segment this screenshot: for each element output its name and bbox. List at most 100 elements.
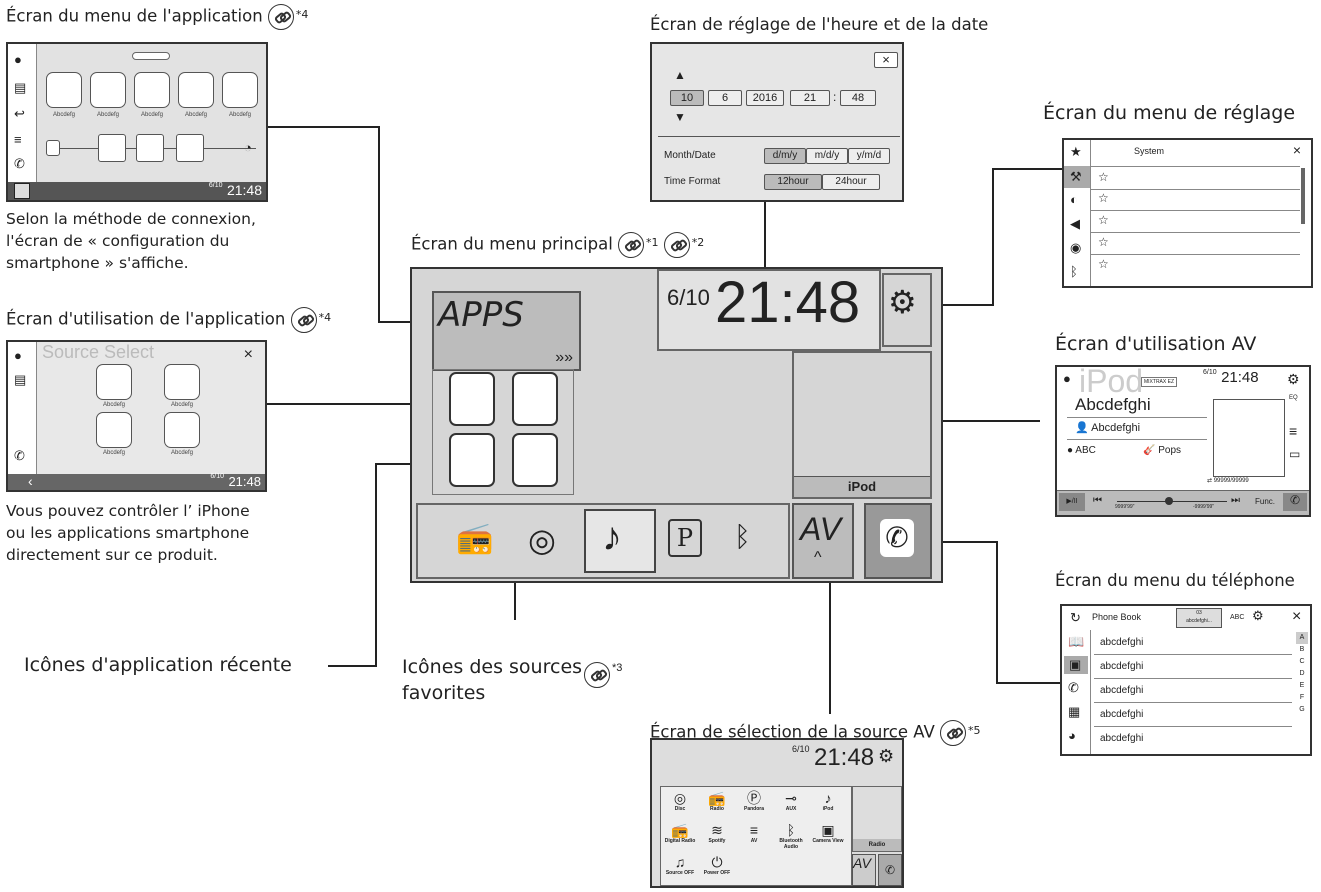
recent-app-tile[interactable] bbox=[512, 372, 558, 426]
setting-row[interactable]: ☆ bbox=[1090, 166, 1300, 190]
dock-tile[interactable] bbox=[176, 134, 204, 162]
contact-row[interactable]: abcdefghi bbox=[1094, 680, 1292, 703]
source-item[interactable]: 📻Digital Radio bbox=[662, 822, 698, 852]
phone-icon[interactable]: ✆ bbox=[14, 156, 25, 171]
chevron-down-icon[interactable]: ● bbox=[1063, 371, 1071, 386]
index-letter[interactable]: E bbox=[1299, 682, 1305, 689]
list-icon[interactable]: ≡ bbox=[1289, 423, 1298, 439]
av-button[interactable]: AV bbox=[852, 854, 876, 886]
contact-row[interactable]: abcdefghi bbox=[1100, 733, 1144, 744]
contact-row[interactable]: abcdefghi bbox=[1094, 656, 1292, 679]
apps-button[interactable]: APPS »» bbox=[432, 291, 581, 371]
recent-app-tile[interactable] bbox=[512, 433, 558, 487]
favorite-star-icon[interactable]: ★ bbox=[1070, 144, 1082, 159]
av-source-panel[interactable]: iPod bbox=[792, 351, 932, 499]
phone-book-icon[interactable]: 📖 bbox=[1068, 634, 1085, 649]
recent-app-tile[interactable] bbox=[449, 372, 495, 426]
bluetooth-icon[interactable]: ᛒ bbox=[734, 521, 751, 552]
disc-icon[interactable]: ◎ bbox=[528, 522, 556, 558]
24hour-button[interactable]: 24hour bbox=[822, 174, 880, 190]
dock-tile[interactable] bbox=[46, 140, 60, 156]
alphabet-index[interactable]: A B C D E F G bbox=[1296, 632, 1308, 716]
eq-button[interactable]: EQ bbox=[1289, 395, 1298, 401]
12hour-button[interactable]: 12hour bbox=[764, 174, 822, 190]
mixtrax-button[interactable]: MIXTRAX EZ bbox=[1141, 377, 1178, 387]
phone-button[interactable]: ✆ bbox=[864, 503, 932, 579]
theme-icon[interactable]: ◐ bbox=[1070, 192, 1078, 207]
bluetooth-icon[interactable]: ᛒ bbox=[1070, 264, 1078, 279]
play-pause-button[interactable]: ▶/II bbox=[1059, 493, 1085, 511]
close-button[interactable]: × bbox=[874, 52, 898, 68]
gear-icon[interactable]: ⚙ bbox=[1287, 371, 1300, 387]
app-tile[interactable] bbox=[96, 412, 132, 448]
pandora-icon[interactable]: P bbox=[668, 519, 702, 557]
contact-row[interactable]: abcdefghi bbox=[1094, 704, 1292, 727]
source-item[interactable]: ▣Camera View bbox=[810, 822, 846, 852]
radio-icon[interactable]: 📻 bbox=[456, 522, 494, 555]
close-icon[interactable]: × bbox=[1292, 608, 1302, 625]
format-dmy-button[interactable]: d/m/y bbox=[764, 148, 806, 164]
source-item[interactable]: ⊸AUX bbox=[773, 790, 809, 820]
app-tile[interactable] bbox=[222, 72, 258, 108]
format-mdy-button[interactable]: m/d/y bbox=[806, 148, 848, 164]
arrow-down-icon[interactable]: ▼ bbox=[674, 110, 686, 124]
day-field[interactable]: 6 bbox=[708, 90, 742, 106]
app-tile[interactable] bbox=[90, 72, 126, 108]
app-tile[interactable] bbox=[164, 412, 200, 448]
gear-icon[interactable]: ⚙ bbox=[878, 746, 895, 766]
dock-tile[interactable] bbox=[136, 134, 164, 162]
source-item[interactable]: ◎Disc bbox=[662, 790, 698, 820]
phone-icon[interactable]: ✆ bbox=[878, 854, 902, 886]
call-history-icon[interactable]: ✆ bbox=[1068, 680, 1079, 695]
gear-icon[interactable]: ⚙ bbox=[1252, 608, 1264, 623]
source-item[interactable]: ♪iPod bbox=[810, 790, 846, 820]
windows-icon[interactable]: ▤ bbox=[14, 80, 27, 95]
chevron-down-icon[interactable]: ● bbox=[14, 52, 22, 67]
voice-icon[interactable]: ◕ bbox=[1068, 728, 1076, 743]
dock-tile[interactable] bbox=[98, 134, 126, 162]
source-preview[interactable]: Radio bbox=[852, 786, 902, 852]
arrow-up-icon[interactable]: ▲ bbox=[674, 68, 686, 82]
previous-icon[interactable]: ⏮ bbox=[1093, 495, 1102, 506]
source-item[interactable]: ≋Spotify bbox=[699, 822, 735, 852]
refresh-icon[interactable]: ↻ bbox=[1070, 610, 1081, 625]
source-item[interactable]: ⏻Power OFF bbox=[699, 854, 735, 884]
progress-thumb[interactable] bbox=[1165, 497, 1173, 505]
year-field[interactable]: 2016 bbox=[746, 90, 784, 106]
abc-button[interactable]: ABC bbox=[1230, 614, 1245, 621]
phone-icon[interactable]: ✆ bbox=[14, 448, 25, 463]
source-item[interactable]: 📻Radio bbox=[699, 790, 735, 820]
index-letter[interactable]: B bbox=[1299, 646, 1305, 653]
keypad-icon[interactable]: ▦ bbox=[1068, 704, 1081, 719]
app-switch-icon[interactable] bbox=[14, 183, 30, 199]
index-letter[interactable]: F bbox=[1299, 694, 1305, 701]
minute-field[interactable]: 48 bbox=[840, 90, 876, 106]
contacts-tab[interactable]: ▣ bbox=[1064, 656, 1088, 674]
back-icon[interactable]: ↩ bbox=[14, 106, 25, 121]
scrollbar[interactable] bbox=[1301, 168, 1305, 224]
contact-row[interactable]: abcdefghi bbox=[1094, 632, 1292, 655]
main-clock[interactable]: 6/10 21:48 bbox=[657, 269, 881, 351]
index-letter[interactable]: G bbox=[1299, 706, 1305, 713]
audio-icon[interactable]: ◀ bbox=[1070, 216, 1080, 231]
settings-tools-tab[interactable]: ⚒ bbox=[1064, 166, 1090, 188]
av-button[interactable]: AV ^ bbox=[792, 503, 854, 579]
settings-button[interactable]: ⚙ bbox=[882, 273, 932, 347]
phone-icon[interactable]: ✆ bbox=[1283, 493, 1307, 511]
source-item[interactable]: ♫Source OFF bbox=[662, 854, 698, 884]
close-icon[interactable]: × bbox=[243, 346, 253, 363]
setting-row[interactable]: ☆ bbox=[1098, 257, 1109, 271]
hour-field[interactable]: 21 bbox=[790, 90, 830, 106]
app-tile[interactable] bbox=[96, 364, 132, 400]
screen-icon[interactable]: ▭ bbox=[1289, 447, 1301, 461]
app-tile[interactable] bbox=[178, 72, 214, 108]
func-button[interactable]: Func. bbox=[1255, 497, 1276, 506]
app-tile[interactable] bbox=[134, 72, 170, 108]
index-letter[interactable]: A bbox=[1296, 632, 1308, 644]
app-tile[interactable] bbox=[164, 364, 200, 400]
setting-row[interactable]: ☆ bbox=[1090, 210, 1300, 233]
recent-app-tile[interactable] bbox=[449, 433, 495, 487]
clock-icon[interactable]: ◔ bbox=[244, 140, 252, 155]
